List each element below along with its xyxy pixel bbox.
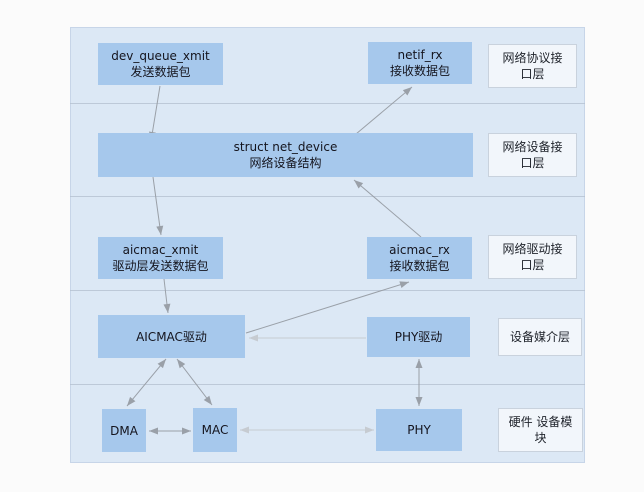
node-label: MAC [201, 423, 229, 437]
node-netif-rx: netif_rx 接收数据包 [368, 42, 472, 84]
layer-label-text: 硬件 设备模块 [508, 415, 573, 445]
layer-label-text: 设备媒介层 [509, 330, 570, 344]
node-label: 驱动层发送数据包 [112, 259, 209, 273]
node-label: 接收数据包 [389, 259, 450, 273]
layer-separator [70, 103, 585, 104]
node-dma: DMA [102, 409, 146, 452]
node-label: struct net_device [233, 140, 338, 154]
node-label: dev_queue_xmit [111, 49, 210, 63]
node-aicmac-rx: aicmac_rx 接收数据包 [367, 237, 472, 279]
node-aicmac-xmit: aicmac_xmit 驱动层发送数据包 [98, 237, 223, 279]
layer-separator [70, 290, 585, 291]
layer-label-device-media: 设备媒介层 [498, 318, 582, 356]
node-phy: PHY [376, 409, 462, 451]
layer-label-protocol-interface: 网络协议接口层 [488, 44, 577, 88]
node-label: 网络设备结构 [249, 156, 322, 170]
layer-separator [70, 384, 585, 385]
node-label: PHY驱动 [394, 330, 443, 344]
node-mac: MAC [193, 408, 237, 452]
node-label: netif_rx [397, 48, 443, 62]
node-net-device: struct net_device 网络设备结构 [98, 133, 473, 177]
node-label: 发送数据包 [130, 65, 191, 79]
node-label: aicmac_xmit [122, 243, 199, 257]
layer-label-text: 网络设备接口层 [502, 140, 563, 170]
layer-label-text: 网络协议接口层 [502, 51, 563, 81]
node-label: 接收数据包 [389, 64, 450, 78]
node-dev-queue-xmit: dev_queue_xmit 发送数据包 [98, 43, 223, 85]
node-phy-driver: PHY驱动 [367, 317, 470, 357]
layer-label-text: 网络驱动接口层 [502, 242, 563, 272]
layer-label-device-interface: 网络设备接口层 [488, 133, 577, 177]
node-label: AICMAC驱动 [136, 329, 207, 344]
layer-separator [70, 196, 585, 197]
node-label: aicmac_rx [389, 243, 450, 257]
node-label: PHY [407, 423, 431, 437]
node-aicmac-driver: AICMAC驱动 [98, 315, 245, 358]
layer-label-driver-interface: 网络驱动接口层 [488, 235, 577, 279]
node-label: DMA [110, 423, 138, 438]
layer-label-hardware-module: 硬件 设备模块 [498, 408, 583, 452]
